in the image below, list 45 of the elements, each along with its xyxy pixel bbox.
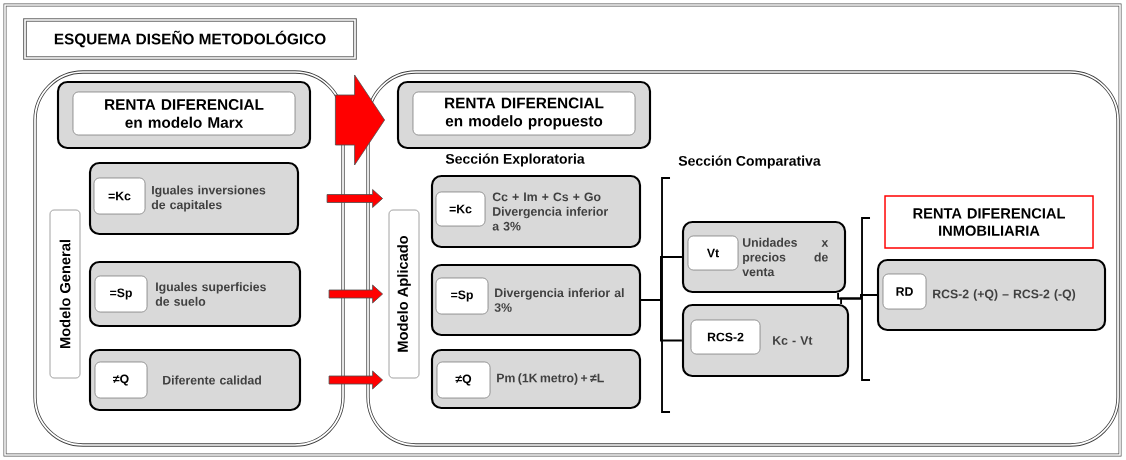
symbol-label: RD: [882, 273, 927, 310]
section-heading: Sección Comparativa: [678, 155, 821, 169]
item-description: RCS-2 (+Q) – RCS-2 (-Q): [933, 289, 1076, 301]
item-description: Diferente calidad: [163, 375, 261, 385]
panel: [366, 70, 1120, 447]
symbol-label: RCS-2: [690, 319, 761, 355]
item-box: [88, 260, 302, 328]
symbol-label: Vt: [687, 235, 739, 271]
vertical-label: Modelo Aplicado: [388, 209, 420, 379]
item-box: [88, 348, 302, 412]
header-box: [56, 80, 312, 150]
symbol-label: =Sp: [435, 277, 489, 315]
block-arrow: [328, 284, 383, 304]
header-label: RENTA DIFERENCIAL en modelo propuesto: [412, 91, 636, 136]
result-heading: RENTA DIFERENCIAL INMOBILIARIA: [884, 195, 1094, 249]
item-description: Pm (1K metro) + ≠L: [497, 373, 604, 385]
item-description: Iguales superficies de suelo: [155, 282, 266, 306]
connector-line: [640, 299, 683, 342]
section-heading: Sección Exploratoria: [445, 153, 585, 167]
vertical-label: Modelo General: [49, 209, 81, 379]
item-box: [876, 258, 1107, 332]
item-box: [430, 263, 642, 337]
item-box: [681, 220, 847, 294]
item-box: [430, 348, 642, 410]
title-box: ESQUEMA DISEÑO METODOLÓGICO: [23, 18, 357, 60]
item-box: [88, 161, 300, 236]
connector-line: [840, 294, 878, 305]
item-description: Divergencia inferior al 3%: [494, 288, 624, 312]
header-box: [396, 80, 652, 150]
symbol-label: =Kc: [435, 191, 486, 227]
block-arrow: [335, 74, 385, 166]
header-label: RENTA DIFERENCIAL en modelo Marx: [72, 91, 296, 136]
item-box: [430, 174, 642, 249]
item-description: Kc - Vt: [773, 336, 813, 345]
symbol-label: ≠Q: [436, 361, 491, 399]
block-arrow: [328, 370, 383, 390]
symbol-label: ≠Q: [94, 361, 148, 399]
symbol-label: =Kc: [93, 177, 146, 215]
symbol-label: =Sp: [94, 275, 148, 313]
item-description: Cc + Im + Cs + Go Divergencia inferior a 3%: [492, 192, 608, 231]
item-description: Iguales inversiones de capitales: [151, 185, 266, 212]
panel: [33, 70, 345, 447]
item-box: [681, 303, 850, 378]
block-arrow: [326, 189, 383, 208]
item-description: Unidades x precios de venta: [742, 237, 829, 277]
